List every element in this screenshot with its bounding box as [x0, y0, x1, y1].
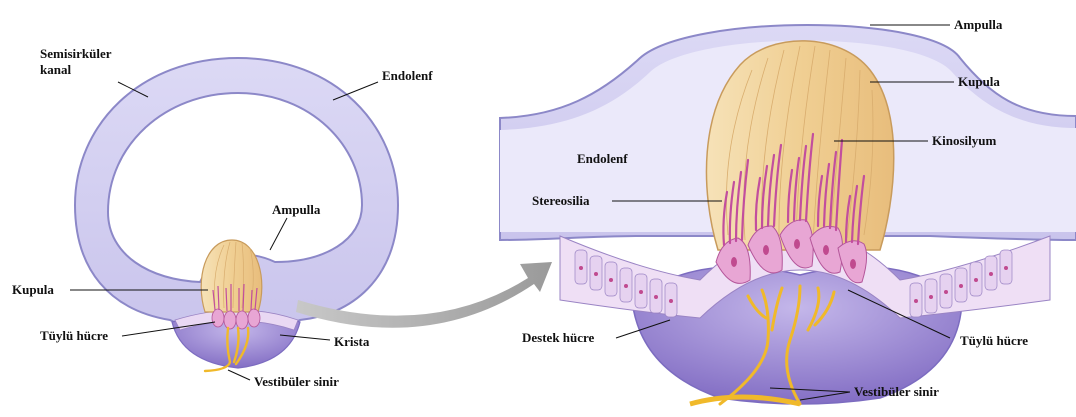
label-ampulla-left: Ampulla [272, 202, 321, 217]
label-vestibular-nerve-right: Vestibüler sinir [854, 384, 939, 399]
label-kinocilium: Kinosilyum [932, 133, 996, 148]
label-semicircular-canal-line1: Semisirküler [40, 46, 112, 61]
label-stereocilia: Stereosilia [532, 193, 590, 208]
label-hair-cell-left: Tüylü hücre [40, 328, 108, 343]
label-supporting-cell: Destek hücre [522, 330, 595, 345]
label-cupula-right: Kupula [958, 74, 1000, 89]
right-panel: Ampulla Kupula Kinosilyum Endolenf Stere… [500, 17, 1076, 404]
label-vestibular-nerve-left: Vestibüler sinir [254, 374, 339, 389]
left-panel: Semisirküler kanal Endolenf Ampulla Kupu… [12, 46, 433, 389]
label-crista: Krista [334, 334, 370, 349]
label-cupula-left: Kupula [12, 282, 54, 297]
label-hair-cell-right: Tüylü hücre [960, 333, 1028, 348]
label-endolymph-left: Endolenf [382, 68, 433, 83]
label-semicircular-canal-line2: kanal [40, 62, 71, 77]
label-endolymph-right: Endolenf [577, 151, 628, 166]
label-ampulla-right: Ampulla [954, 17, 1003, 32]
